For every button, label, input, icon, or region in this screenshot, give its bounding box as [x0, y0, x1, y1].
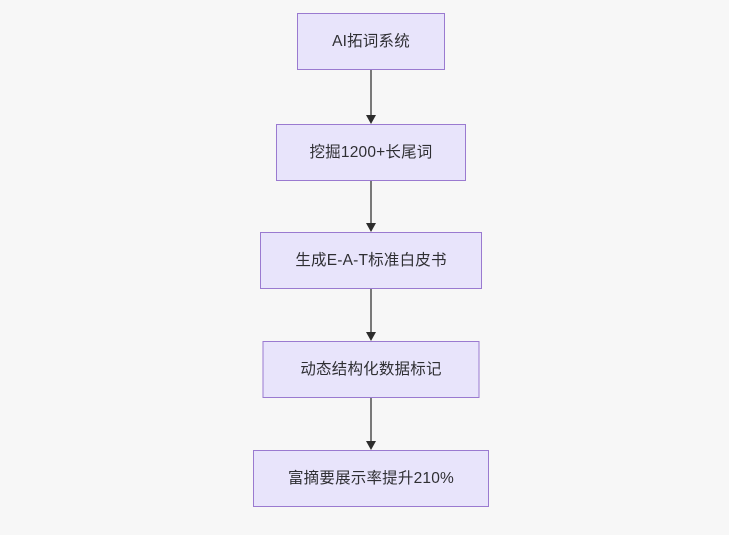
- flow-edge: [364, 70, 378, 124]
- flow-node-node-1[interactable]: AI拓词系统: [297, 13, 445, 70]
- flow-node-node-4[interactable]: 动态结构化数据标记: [262, 341, 480, 398]
- edge-line: [370, 398, 372, 442]
- flow-edge: [364, 181, 378, 232]
- flow-node-label: AI拓词系统: [332, 32, 410, 50]
- flow-node-label: 动态结构化数据标记: [300, 360, 442, 378]
- arrowhead-icon: [366, 441, 376, 450]
- flow-edge: [364, 289, 378, 341]
- flow-node-label: 富摘要展示率提升210%: [287, 469, 455, 487]
- flow-node-label: 挖掘1200+长尾词: [309, 143, 433, 161]
- edge-line: [370, 70, 372, 116]
- arrowhead-icon: [366, 223, 376, 232]
- flow-node-node-3[interactable]: 生成E-A-T标准白皮书: [260, 232, 482, 289]
- flow-node-node-2[interactable]: 挖掘1200+长尾词: [276, 124, 466, 181]
- edge-line: [370, 289, 372, 333]
- flow-edge: [364, 398, 378, 450]
- arrowhead-icon: [366, 115, 376, 124]
- edge-line: [370, 181, 372, 224]
- arrowhead-icon: [366, 332, 376, 341]
- flow-node-label: 生成E-A-T标准白皮书: [295, 251, 447, 269]
- flow-node-node-5[interactable]: 富摘要展示率提升210%: [253, 450, 489, 507]
